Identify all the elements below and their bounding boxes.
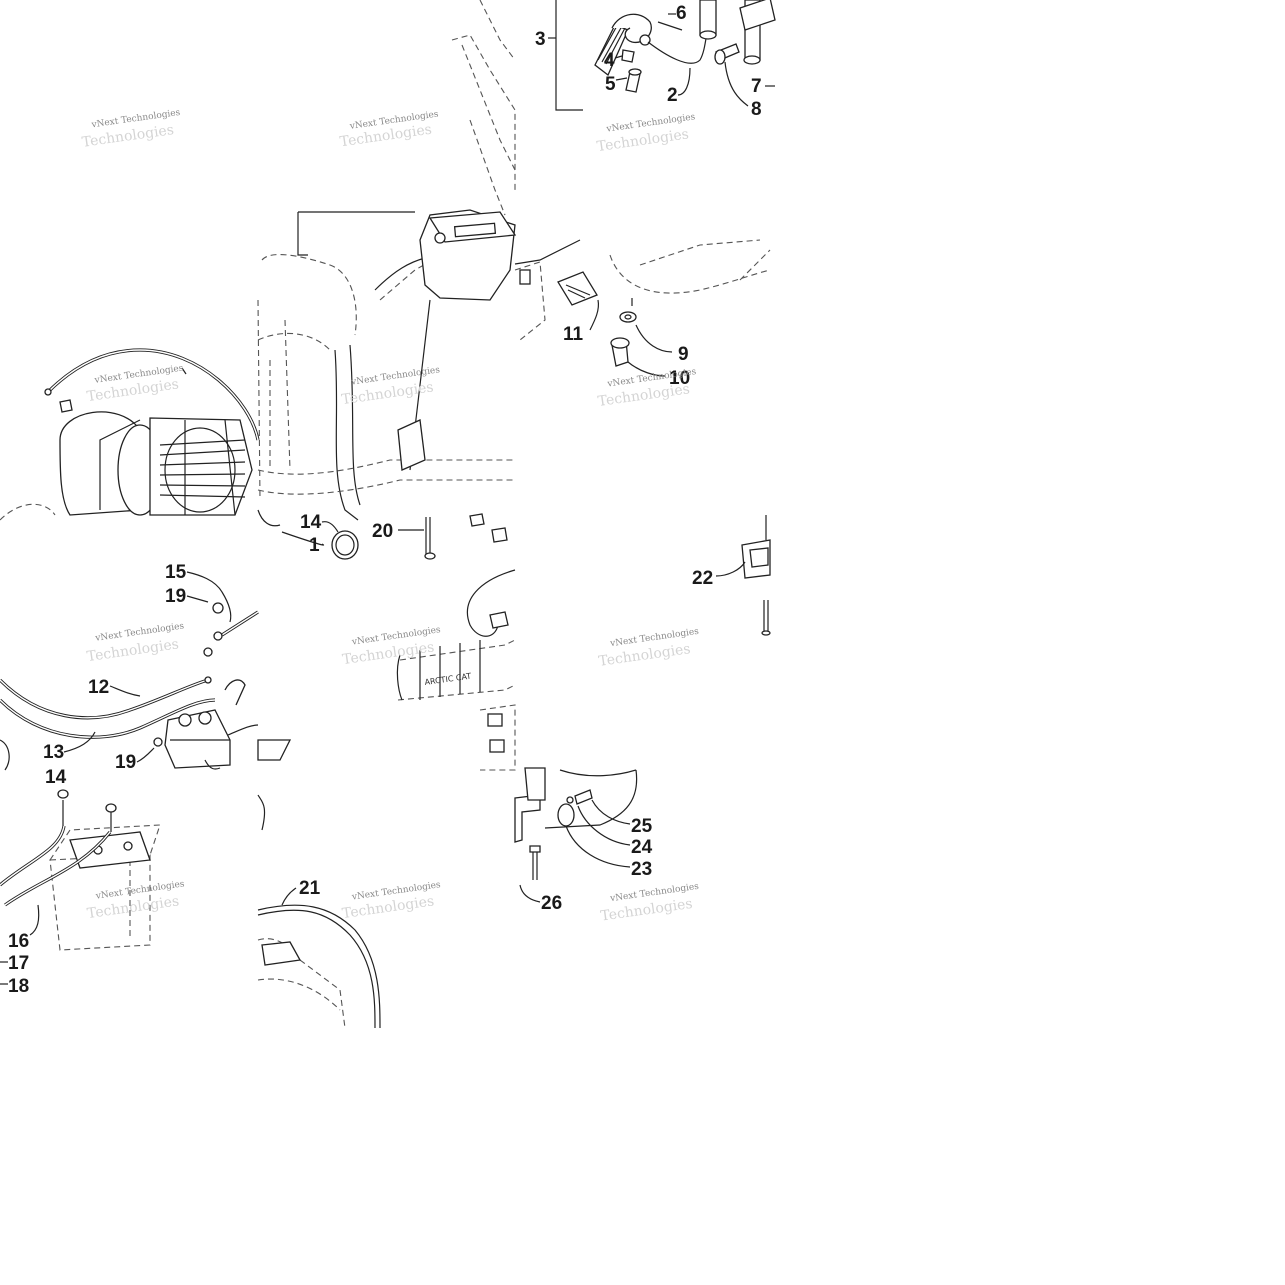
watermark: Technologies vNext Technologies xyxy=(86,879,185,922)
mount-bracket xyxy=(514,767,638,903)
decal-and-fasteners xyxy=(514,239,771,377)
callout-21: 21 xyxy=(299,878,321,899)
callout-19: 19 xyxy=(165,586,186,607)
callout-25: 25 xyxy=(631,816,653,837)
switch-cable xyxy=(257,794,381,1029)
watermark: Technologies vNext Technologies xyxy=(341,625,441,668)
bumper-frame xyxy=(257,209,517,560)
callout-17: 17 xyxy=(8,953,29,974)
callout-labels: 3 6 4 5 2 7 8 11 9 10 14 1 20 15 19 12 1… xyxy=(8,3,762,997)
winch-switch: ARCTIC CAT xyxy=(396,569,516,771)
callout-20: 20 xyxy=(372,521,393,542)
callout-14: 14 xyxy=(300,512,322,533)
callout-8: 8 xyxy=(751,99,762,120)
watermark: Technologies vNext Technologies xyxy=(597,367,697,410)
watermarks: Technologies vNext Technologies Technolo… xyxy=(81,108,700,925)
callout-7: 7 xyxy=(751,76,762,97)
callout-15: 15 xyxy=(165,562,187,583)
svg-text:ARCTIC CAT: ARCTIC CAT xyxy=(424,672,472,687)
winch-motor xyxy=(0,348,260,521)
callout-18: 18 xyxy=(8,976,29,997)
watermark: Technologies vNext Technologies xyxy=(600,882,700,925)
callout-3: 3 xyxy=(535,29,546,50)
battery-and-cables xyxy=(0,789,161,985)
callout-26: 26 xyxy=(541,893,562,914)
callout-6: 6 xyxy=(676,3,687,24)
callout-19-lower: 19 xyxy=(115,752,136,773)
watermark: Technologies vNext Technologies xyxy=(86,363,185,405)
callout-22: 22 xyxy=(692,568,713,589)
callout-5: 5 xyxy=(605,74,616,95)
callout-9: 9 xyxy=(678,344,689,365)
frame-outline-top xyxy=(451,0,516,216)
callout-1: 1 xyxy=(309,535,320,556)
watermark: Technologies vNext Technologies xyxy=(339,109,440,150)
callout-4: 4 xyxy=(604,50,615,71)
callout-12: 12 xyxy=(88,677,109,698)
callout-16: 16 xyxy=(8,931,29,952)
watermark: Technologies vNext Technologies xyxy=(81,108,181,151)
callout-24: 24 xyxy=(631,837,653,858)
watermark: Technologies vNext Technologies xyxy=(86,621,185,665)
callout-13: 13 xyxy=(43,742,64,763)
watermark: Technologies vNext Technologies xyxy=(341,880,442,922)
callout-14-partial: 14 xyxy=(45,767,67,788)
winch-hook-assembly xyxy=(548,0,776,111)
switch-bracket xyxy=(715,515,771,636)
callout-23: 23 xyxy=(631,859,652,880)
watermark: Technologies vNext Technologies xyxy=(596,112,696,155)
callout-2: 2 xyxy=(667,85,678,106)
solenoid-cables xyxy=(0,571,292,771)
callout-11: 11 xyxy=(563,324,584,345)
watermark: Technologies vNext Technologies xyxy=(341,365,441,408)
watermark: Technologies vNext Technologies xyxy=(598,627,700,670)
callout-10: 10 xyxy=(669,368,690,389)
